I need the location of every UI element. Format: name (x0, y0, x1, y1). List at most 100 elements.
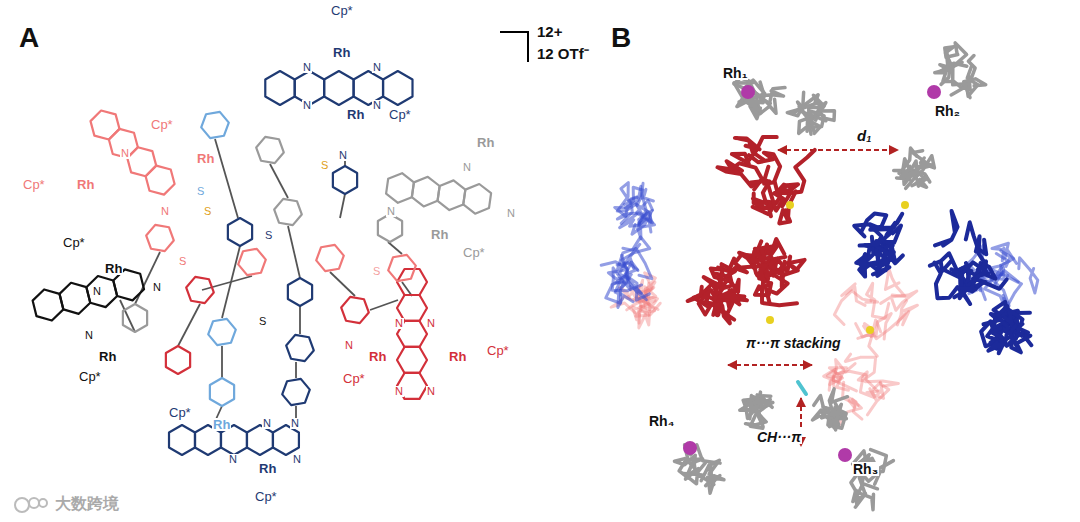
atom-label: N (372, 100, 382, 111)
atom-label: Cp* (388, 108, 412, 121)
atom-label: N (84, 330, 94, 341)
bond-stick (615, 197, 638, 216)
bond-stick (935, 67, 966, 85)
bond-stick (626, 275, 650, 300)
atom-label: Rh (76, 178, 95, 191)
aromatic-ring (383, 71, 412, 105)
atom-label: S (203, 206, 212, 217)
aromatic-ring (201, 112, 229, 138)
watermark: 大数跨境 (54, 496, 120, 512)
bond-stick (853, 492, 874, 510)
atom-label: Rh (104, 262, 123, 275)
distance-label: d₁ (856, 128, 872, 143)
atom-label: Cp* (254, 490, 278, 503)
atom-label: S (372, 266, 381, 277)
bond-stick (871, 312, 908, 339)
aromatic-ring (288, 278, 312, 306)
aromatic-ring (397, 347, 427, 373)
linker-bond (221, 346, 223, 378)
atom-label: Rh (196, 152, 215, 165)
bond-stick (829, 389, 847, 417)
atom-label: N (290, 418, 300, 429)
aromatic-ring (238, 249, 266, 275)
atom-label: N (228, 454, 238, 465)
aromatic-ring (274, 199, 302, 225)
linker-bond (295, 362, 297, 378)
bond-stick (867, 383, 888, 415)
crystal-structure (601, 43, 1038, 510)
panel-letter: A (18, 24, 40, 52)
bond-stick (799, 107, 820, 134)
bond-stick (877, 246, 895, 267)
aromatic-ring (341, 297, 369, 323)
stacking-arrow (728, 364, 812, 366)
atom-label: N (302, 100, 312, 111)
atom-label: Cp* (22, 178, 46, 191)
atom-label: Cp* (150, 118, 174, 131)
atom-label: Cp* (462, 246, 486, 259)
distance-arrow (778, 149, 898, 151)
rhodium-atom (683, 441, 697, 455)
bond-stick (885, 269, 905, 296)
bond-stick (632, 210, 652, 234)
aromatic-ring (247, 425, 273, 455)
atom-label: Cp* (330, 4, 354, 17)
atom-label: Rh (368, 350, 387, 363)
interaction-arrows (728, 150, 898, 446)
bond-stick (951, 79, 986, 98)
atom-label: Cp* (168, 406, 192, 419)
counterion-label: 12 OTf⁻ (536, 46, 590, 61)
aromatic-ring (127, 147, 156, 176)
aromatic-ring (273, 425, 299, 455)
bond-stick (962, 262, 987, 290)
bond-stick (719, 290, 747, 305)
aromatic-ring (146, 225, 174, 251)
aromatic-ring (123, 304, 147, 332)
bond-stick (988, 328, 1003, 353)
bond-stick (861, 213, 887, 232)
rhodium-atom (927, 85, 941, 99)
atom-label: S (320, 160, 329, 171)
aromatic-ring (228, 218, 252, 246)
sulfur-atom (766, 316, 774, 324)
linker-bond (222, 246, 240, 318)
atom-label: Rh (258, 462, 277, 475)
bond-stick (740, 401, 758, 419)
aromatic-ring (210, 378, 234, 406)
aromatic-ring (378, 214, 402, 242)
atom-label: Cp* (486, 344, 510, 357)
bond-stick (824, 369, 844, 390)
bond-stick (1007, 326, 1023, 349)
aromatic-ring (324, 71, 353, 105)
interaction-label: π···π stacking (745, 336, 842, 350)
atom-label: N (394, 386, 404, 397)
atom-label: N (506, 208, 516, 219)
charge-bracket (500, 32, 528, 62)
bond-stick (618, 248, 652, 278)
atom-label: N (372, 62, 382, 73)
bond-stick (913, 151, 934, 168)
aromatic-ring (412, 177, 440, 207)
panel-letter: B (610, 24, 632, 52)
aromatic-ring (388, 255, 416, 281)
rhodium-atom (838, 448, 852, 462)
atom-label: Cp* (78, 370, 102, 383)
bond-stick (706, 476, 724, 486)
aromatic-ring (265, 71, 294, 105)
aromatic-ring (146, 166, 175, 195)
atom-label: Cp* (62, 236, 86, 249)
atom-label: N (338, 150, 348, 161)
bond-stick (732, 137, 777, 164)
metal-label: Rh₁ (722, 66, 748, 80)
linker-bond (388, 242, 402, 254)
bond-stick (842, 284, 865, 305)
bond-stick (704, 264, 735, 285)
atom-label: N (262, 418, 272, 429)
atom-label: N (292, 454, 302, 465)
linker-bond (270, 164, 288, 198)
atom-label: S (178, 256, 187, 267)
linker-bond (215, 139, 238, 218)
bond-stick (867, 283, 889, 318)
atom-label: Rh (448, 350, 467, 363)
atom-label: N (426, 386, 436, 397)
